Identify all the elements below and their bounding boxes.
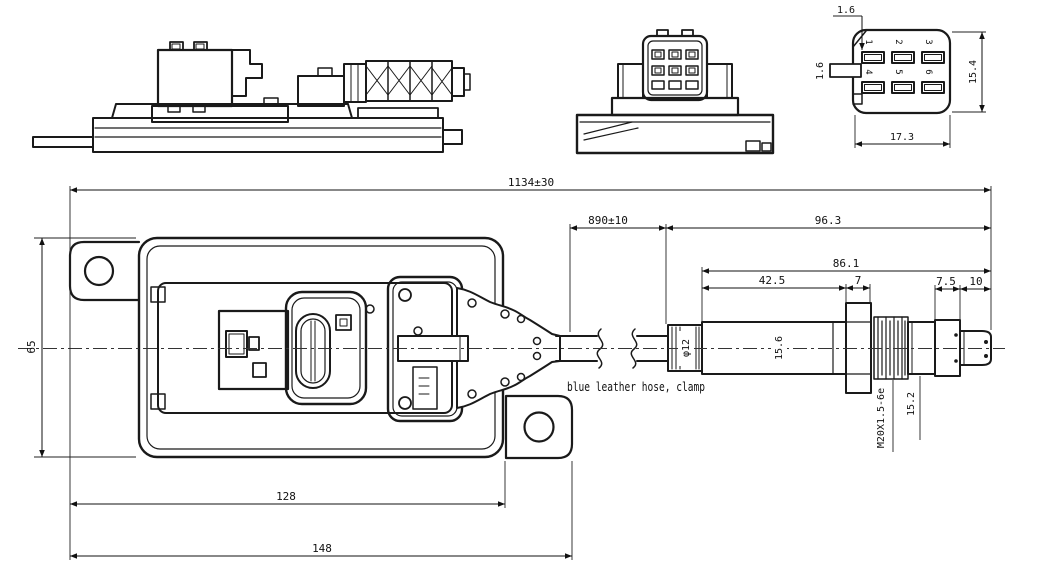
base-plate	[92, 117, 444, 153]
dim-clamp-dia: φ12	[681, 339, 692, 357]
left-mount-tab	[32, 136, 94, 148]
pinout-view: 1 2 3 4 5 6 17.3 15.4 1.6 1.6	[815, 5, 986, 148]
dim-right-section: 96.3	[815, 214, 842, 227]
right-mount-tab	[442, 129, 463, 145]
dim-body-width: 128	[276, 490, 296, 503]
left-connector-block	[217, 309, 290, 391]
dim-pin-pitch-left: 1.6	[815, 62, 826, 80]
gland-block	[297, 75, 345, 107]
dim-pinout-height: 15.4	[968, 60, 979, 84]
bracket-holes	[467, 298, 542, 399]
pin-number-5: 5	[893, 69, 903, 74]
mount-tab-bottom-right	[504, 394, 574, 460]
mount-tab-top-left	[68, 240, 141, 302]
pin-number-6: 6	[923, 69, 933, 74]
dim-tip-dia: 15.2	[906, 392, 917, 416]
dim-pinout-width: 17.3	[890, 132, 914, 143]
pin-number-3: 3	[923, 39, 933, 44]
mount-hole-bottom-right	[523, 411, 555, 443]
label-hose-note: blue leather hose, clamp	[567, 380, 705, 394]
dim-mount-width: 148	[312, 542, 332, 555]
pinout-slots	[861, 51, 945, 94]
side-view	[32, 41, 471, 153]
side-connector-block	[156, 48, 234, 108]
dim-7: 7	[855, 274, 862, 287]
dimensions: 1134±30 890±10 96.3 86.1 42.5 7 7.5 10 6…	[25, 176, 992, 560]
dim-10: 10	[969, 275, 982, 288]
dim-probe-section: 86.1	[833, 257, 860, 270]
dim-body-height: 65	[25, 340, 38, 353]
cable	[555, 328, 669, 369]
label-thread-spec: M20X1.5-6e	[876, 388, 887, 448]
dim-cable-length: 890±10	[588, 214, 628, 227]
dim-42-5: 42.5	[759, 274, 786, 287]
front-base	[575, 113, 775, 155]
front-connector-pins	[651, 49, 699, 90]
pin-number-1: 1	[863, 39, 873, 44]
dim-pin-pitch-top: 1.6	[837, 5, 855, 16]
mount-hole-top-left	[83, 255, 115, 287]
front-view	[575, 29, 775, 155]
cable-boot	[397, 335, 469, 362]
dim-tube-dia: 15.6	[774, 336, 785, 360]
dim-overall-length: 1134±30	[508, 176, 554, 189]
pin-number-4: 4	[863, 69, 873, 74]
pin-number-2: 2	[893, 39, 903, 44]
dim-7-5: 7.5	[936, 275, 956, 288]
